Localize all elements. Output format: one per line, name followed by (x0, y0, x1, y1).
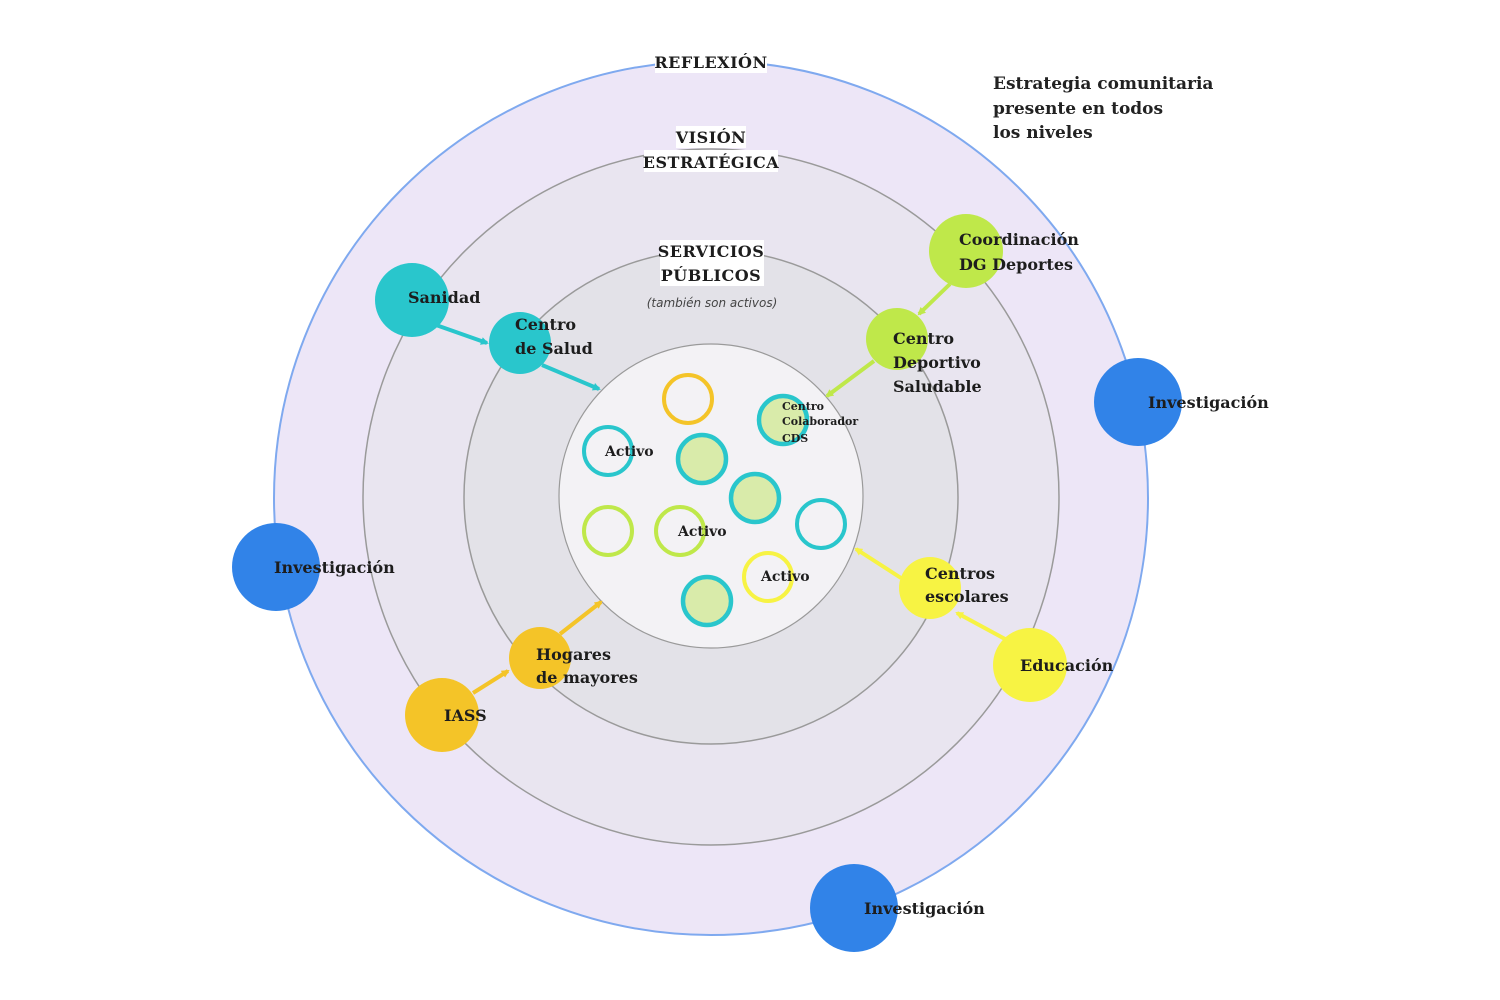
node-circle[interactable] (232, 523, 320, 611)
node-label: Hogares (536, 645, 611, 664)
node-label: de mayores (536, 668, 638, 687)
node-label: escolares (925, 587, 1009, 606)
asset-cds[interactable] (756, 393, 810, 447)
node-sanidad[interactable]: Sanidad (375, 263, 480, 337)
node-circle[interactable] (375, 263, 449, 337)
arrow-educacion-centros-escolares (955, 611, 1006, 641)
node-hogares[interactable]: Hogares de mayores (509, 627, 638, 689)
ring-label-text: SERVICIOS (658, 242, 765, 261)
asset-lime-empty[interactable] (582, 505, 634, 557)
node-circle[interactable] (993, 628, 1067, 702)
arrow-iass-hogares (471, 669, 510, 695)
node-circle[interactable] (929, 214, 1003, 288)
node-label: Sanidad (408, 288, 480, 307)
node-circle[interactable] (489, 312, 551, 374)
node-centros-escolares[interactable]: Centros escolares (899, 557, 1009, 619)
asset-teal-filled-2[interactable] (728, 471, 782, 525)
asset-cds-label: CDS (782, 432, 808, 445)
asset-activo-1[interactable] (582, 425, 634, 477)
node-investigacion-right[interactable]: Investigación (1094, 358, 1269, 446)
arrow-coordinacion-centro-deportivo (917, 282, 952, 316)
asset-teal-filled-3[interactable] (680, 574, 734, 628)
node-investigacion-left[interactable]: Investigación (232, 523, 395, 611)
node-centro-deportivo[interactable]: Centro Deportivo Saludable (866, 308, 982, 396)
arrow-centro-deportivo-activos (825, 359, 876, 398)
arrows (435, 282, 1006, 695)
node-label: Investigación (274, 558, 395, 577)
asset-gold-top[interactable] (662, 373, 714, 425)
asset-activo-3[interactable] (742, 551, 794, 603)
node-label: Educación (1020, 656, 1114, 675)
node-label: Centros (925, 564, 995, 583)
node-investigacion-bottom[interactable]: Investigación (810, 864, 985, 952)
asset-teal-empty[interactable] (795, 498, 847, 550)
node-circle[interactable] (810, 864, 898, 952)
node-label: Coordinación (959, 230, 1079, 249)
asset-activo-label: Activo (677, 524, 727, 540)
node-iass[interactable]: IASS (405, 678, 487, 752)
node-circle[interactable] (866, 308, 928, 370)
ring-label-reflexion: REFLEXIÓN (654, 51, 767, 73)
node-label: Centro (893, 329, 954, 348)
asset-cds-label: Colaborador (782, 415, 858, 428)
ring-label-text: VISIÓN (675, 127, 747, 147)
arrow-hogares-activos (558, 600, 603, 636)
ring-label-servicios: SERVICIOS PÚBLICOS (también son activos) (647, 240, 778, 310)
node-label: Deportivo (893, 353, 981, 372)
node-label: IASS (444, 706, 487, 725)
asset-labels: Centro Colaborador CDS Activo Activo Act… (604, 400, 858, 585)
asset-activo-2[interactable] (654, 505, 706, 557)
node-label: de Salud (515, 339, 593, 358)
ring-label-vision: VISIÓN ESTRATÉGICA (643, 126, 779, 172)
arrow-sanidad-centro-salud (435, 323, 489, 345)
node-coordinacion[interactable]: Coordinación DG Deportes (929, 214, 1079, 288)
node-label: Centro (515, 315, 576, 334)
ring-subtitle: (también son activos) (647, 296, 778, 310)
node-centro-salud[interactable]: Centro de Salud (489, 312, 593, 374)
node-educacion[interactable]: Educación (993, 628, 1114, 702)
node-label: Investigación (1148, 393, 1269, 412)
asset-teal-filled-1[interactable] (675, 432, 729, 486)
node-circle[interactable] (899, 557, 961, 619)
ring-label-text: PÚBLICOS (661, 265, 761, 285)
assets (582, 373, 847, 628)
asset-activo-label: Activo (760, 569, 810, 585)
ring-label-text: REFLEXIÓN (654, 52, 767, 72)
node-circle[interactable] (405, 678, 479, 752)
asset-activo-label: Activo (604, 444, 654, 460)
node-label: Investigación (864, 899, 985, 918)
arrow-centros-escolares-activos (854, 547, 903, 580)
node-label: Saludable (893, 377, 982, 396)
arrow-centro-salud-activos (541, 363, 601, 391)
node-circle[interactable] (1094, 358, 1182, 446)
node-label: DG Deportes (959, 255, 1073, 274)
ring-label-text: ESTRATÉGICA (643, 152, 779, 172)
asset-cds-label: Centro (782, 400, 824, 413)
node-circle[interactable] (509, 627, 571, 689)
strategy-note: Estrategia comunitaria presente en todos… (993, 74, 1214, 143)
